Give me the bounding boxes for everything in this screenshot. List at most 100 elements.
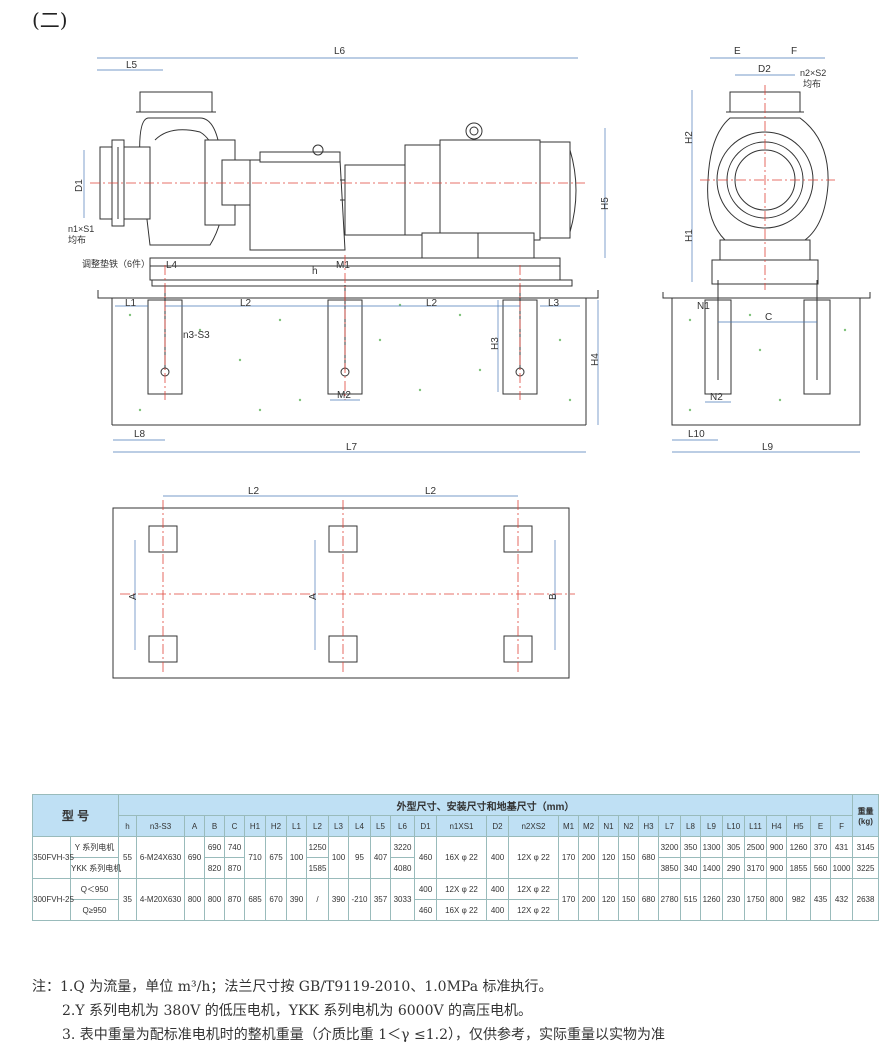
- dim-h3: H3: [490, 337, 501, 350]
- cell-l9: 1260: [700, 878, 723, 921]
- concrete-speckles: [128, 303, 847, 412]
- cell-b: 800: [204, 878, 225, 921]
- cell-l5: 407: [370, 836, 391, 879]
- col-b: B: [204, 815, 225, 837]
- col-h4: H4: [766, 815, 787, 837]
- cell-n2: 150: [618, 836, 639, 879]
- cell-h1: 685: [244, 878, 266, 921]
- table-row: 300FVH-25 Q＜950 35 4-M20X630 800 800 870…: [32, 878, 880, 921]
- cell-d2: 400: [486, 899, 509, 921]
- dim-e: E: [734, 46, 741, 57]
- cell-c: 870: [224, 857, 245, 879]
- dim-h5: H5: [600, 197, 611, 210]
- cell-l2: 1585: [306, 857, 329, 879]
- cell-a: 800: [184, 878, 205, 921]
- col-h: h: [118, 815, 137, 837]
- note-2: 2.Y 系列电机为 380V 的低压电机，YKK 系列电机为 6000V 的高压…: [62, 1003, 533, 1019]
- cell-n3s3: 4-M20X630: [136, 878, 185, 921]
- dim-n2s2-uniform: 均布: [803, 78, 821, 89]
- dim-l7: L7: [346, 442, 358, 453]
- cell-n1: 120: [598, 878, 619, 921]
- cell-l9: 1300: [700, 836, 723, 858]
- dim-l6: L6: [334, 46, 346, 57]
- cell-l11: 1750: [744, 878, 767, 921]
- pump-casing: [99, 91, 253, 246]
- cell-h3: 680: [638, 836, 659, 879]
- cell-l7: 2780: [658, 878, 681, 921]
- cell-l5: 357: [370, 878, 391, 921]
- col-m2: M2: [578, 815, 599, 837]
- col-l8: L8: [680, 815, 701, 837]
- group-header: 外型尺寸、安装尺寸和地基尺寸（mm）: [117, 794, 854, 816]
- dim-l2-b: L2: [426, 298, 438, 309]
- model-cell: 300FVH-25: [32, 878, 74, 921]
- dim-l1: L1: [125, 298, 137, 309]
- cell-e: 370: [810, 836, 831, 858]
- col-l7: L7: [658, 815, 681, 837]
- cell-n2: 150: [618, 878, 639, 921]
- cell-n2s2: 12X φ 22: [508, 836, 559, 879]
- cell-n1s1: 12X φ 22: [436, 878, 487, 900]
- cell-h5: 982: [786, 878, 811, 921]
- weight-header: 重量 (kg): [852, 794, 880, 837]
- cell-d1: 400: [414, 878, 437, 900]
- col-d2: D2: [486, 815, 509, 837]
- plan-dim-l2-a: L2: [248, 486, 260, 497]
- pump-installation-drawing: L6 L5 D1 n1×S1 均布 调整垫铁（6件） L4 h M1 H5 L1…: [68, 46, 871, 679]
- model-header: 型 号: [32, 794, 119, 837]
- cell-l9: 1400: [700, 857, 723, 879]
- col-n2s2: n2XS2: [508, 815, 559, 837]
- plan-dim-b: B: [548, 593, 559, 600]
- dim-n1: N1: [697, 301, 710, 312]
- dim-l10: L10: [688, 429, 705, 440]
- table-row: Q≥950 460 16X φ 22 400 12X φ 22: [33, 899, 879, 921]
- table-row: 350FVH-35 Y 系列电机 55 6-M24X630 690 690 74…: [32, 836, 880, 879]
- notes: 注：1.Q 为流量，单位 m³/h；法兰尺寸按 GB/T9119-2010、1.…: [32, 975, 665, 1047]
- model-cell: 350FVH-35: [32, 836, 74, 879]
- cell-l10: 290: [722, 857, 745, 879]
- dim-n1s1-uniform: 均布: [68, 234, 86, 245]
- cell-weight: 2638: [852, 878, 880, 921]
- dim-m1: M1: [336, 260, 350, 271]
- cell-d2: 400: [486, 836, 509, 879]
- col-a: A: [184, 815, 205, 837]
- dim-h2: H2: [684, 131, 695, 144]
- cell-weight: 3145: [852, 836, 880, 858]
- cell-m1: 170: [558, 836, 579, 879]
- col-h5: H5: [786, 815, 811, 837]
- dim-h: h: [312, 266, 318, 277]
- dim-d1: D1: [74, 179, 85, 192]
- col-m1: M1: [558, 815, 579, 837]
- dim-shim-note: 调整垫铁（6件）: [82, 258, 150, 269]
- cell-m2: 200: [578, 836, 599, 879]
- cell-h2: 670: [265, 878, 287, 921]
- side-view: [662, 91, 871, 426]
- cell-h3: 680: [638, 878, 659, 921]
- cell-m2: 200: [578, 878, 599, 921]
- cell-f: 432: [829, 878, 854, 921]
- col-l9: L9: [700, 815, 723, 837]
- cell-n1: 120: [598, 836, 619, 879]
- dim-n2s2: n2×S2: [800, 68, 826, 78]
- col-e: E: [810, 815, 831, 837]
- cell-e: 435: [810, 878, 831, 921]
- dim-d2: D2: [758, 64, 771, 75]
- column-header-row: h n3-S3 A B C H1 H2 L1 L2 L3 L4 L5 L6 D1…: [33, 815, 879, 837]
- dim-l5: L5: [126, 60, 138, 71]
- cell-l4: 95: [348, 836, 371, 879]
- cell-l3: 390: [328, 878, 349, 921]
- cell-l4: -210: [348, 878, 371, 921]
- cell-l10: 230: [722, 878, 745, 921]
- cell-l1: 100: [286, 836, 307, 879]
- col-f: F: [829, 815, 854, 837]
- cell-l8: 515: [680, 878, 701, 921]
- cell-l2: 1250: [306, 836, 329, 858]
- col-l3: L3: [328, 815, 349, 837]
- cell-b: 690: [204, 836, 225, 858]
- cell-l6: 3033: [390, 878, 415, 921]
- col-h3: H3: [638, 815, 659, 837]
- col-l5: L5: [370, 815, 391, 837]
- dim-h1: H1: [684, 229, 695, 242]
- cell-b: 820: [204, 857, 225, 879]
- cell-n1s1: 16X φ 22: [436, 899, 487, 921]
